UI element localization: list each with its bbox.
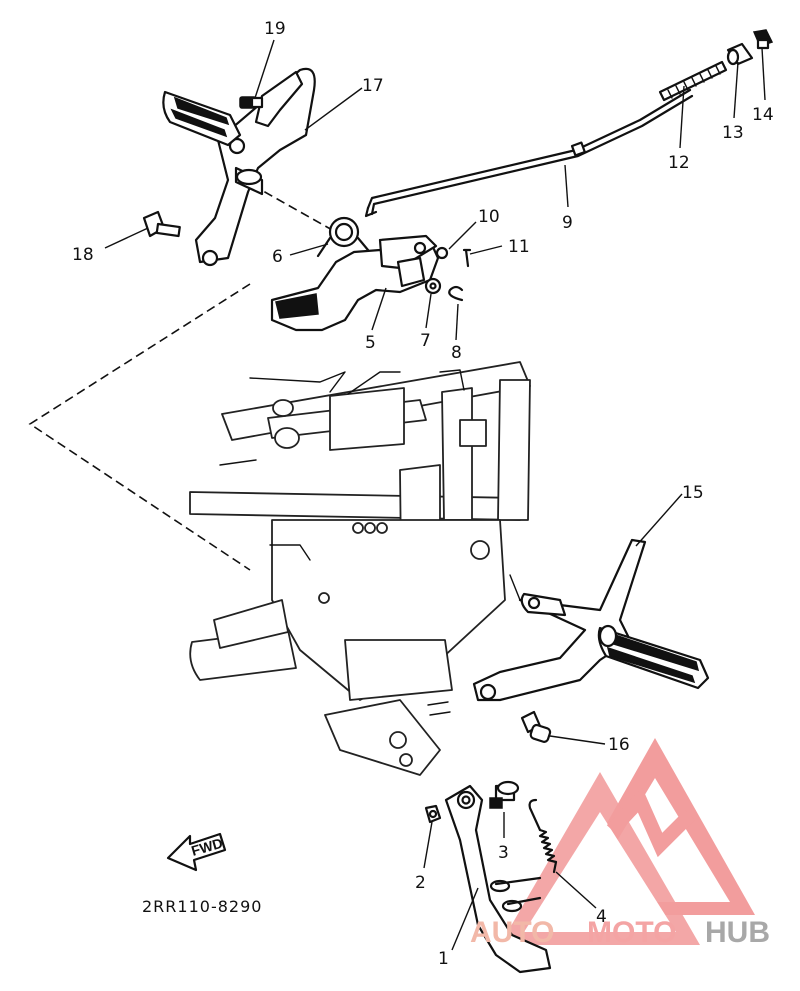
part-label-15: 15 xyxy=(682,483,704,503)
part-label-11: 11 xyxy=(508,237,530,257)
part-label-9: 9 xyxy=(562,213,573,233)
part-label-8: 8 xyxy=(451,343,462,363)
part-labels: 19 17 18 6 5 7 8 10 11 9 12 13 14 15 16 … xyxy=(72,19,774,969)
part-label-13: 13 xyxy=(722,123,744,143)
part-label-3: 3 xyxy=(498,843,509,863)
threaded-rod-12 xyxy=(658,60,728,102)
part-label-5: 5 xyxy=(365,333,376,353)
clip-8-icon xyxy=(448,285,464,302)
right-footrest-assembly xyxy=(472,538,710,702)
part-label-18: 18 xyxy=(72,245,94,265)
spring-6-icon xyxy=(316,216,370,258)
part-label-6: 6 xyxy=(272,247,283,267)
part-label-14: 14 xyxy=(752,105,774,125)
washer-7-hole xyxy=(429,282,437,290)
bolt-3-icon xyxy=(489,780,520,809)
watermark-logo xyxy=(500,738,755,945)
left-footrest-assembly xyxy=(162,67,316,267)
bolt-18-icon xyxy=(142,210,181,238)
drawing-code: 2RR110-8290 xyxy=(142,897,262,916)
bolt-16-icon xyxy=(520,710,552,743)
watermark-auto: AUTO xyxy=(470,916,554,949)
part-label-1: 1 xyxy=(438,949,449,969)
adjuster-nut-14-icon xyxy=(752,29,774,50)
adjuster-13-icon xyxy=(726,42,754,66)
part-label-7: 7 xyxy=(420,331,431,351)
part-label-17: 17 xyxy=(362,76,384,96)
frame-outline xyxy=(189,361,531,776)
nut-2-icon xyxy=(424,804,442,824)
leader-lines xyxy=(104,39,766,951)
spring-4-icon xyxy=(489,798,558,913)
watermark-hub: HUB xyxy=(705,916,770,949)
part-label-12: 12 xyxy=(668,153,690,173)
part-label-4: 4 xyxy=(596,907,607,927)
part-label-2: 2 xyxy=(415,873,426,893)
part-label-10: 10 xyxy=(478,207,500,227)
forward-direction-icon: FWD xyxy=(166,832,227,872)
bolt-19-icon xyxy=(239,96,264,109)
brake-pedal xyxy=(270,234,440,332)
part-label-16: 16 xyxy=(608,735,630,755)
nut-10-icon xyxy=(435,246,449,260)
brake-rod xyxy=(364,88,694,218)
part-label-19: 19 xyxy=(264,19,286,39)
side-stand xyxy=(444,784,552,974)
watermark-text: AUTO MOTO HUB xyxy=(470,916,770,949)
watermark-moto: MOTO xyxy=(587,916,676,949)
pin-11-icon xyxy=(462,248,472,268)
